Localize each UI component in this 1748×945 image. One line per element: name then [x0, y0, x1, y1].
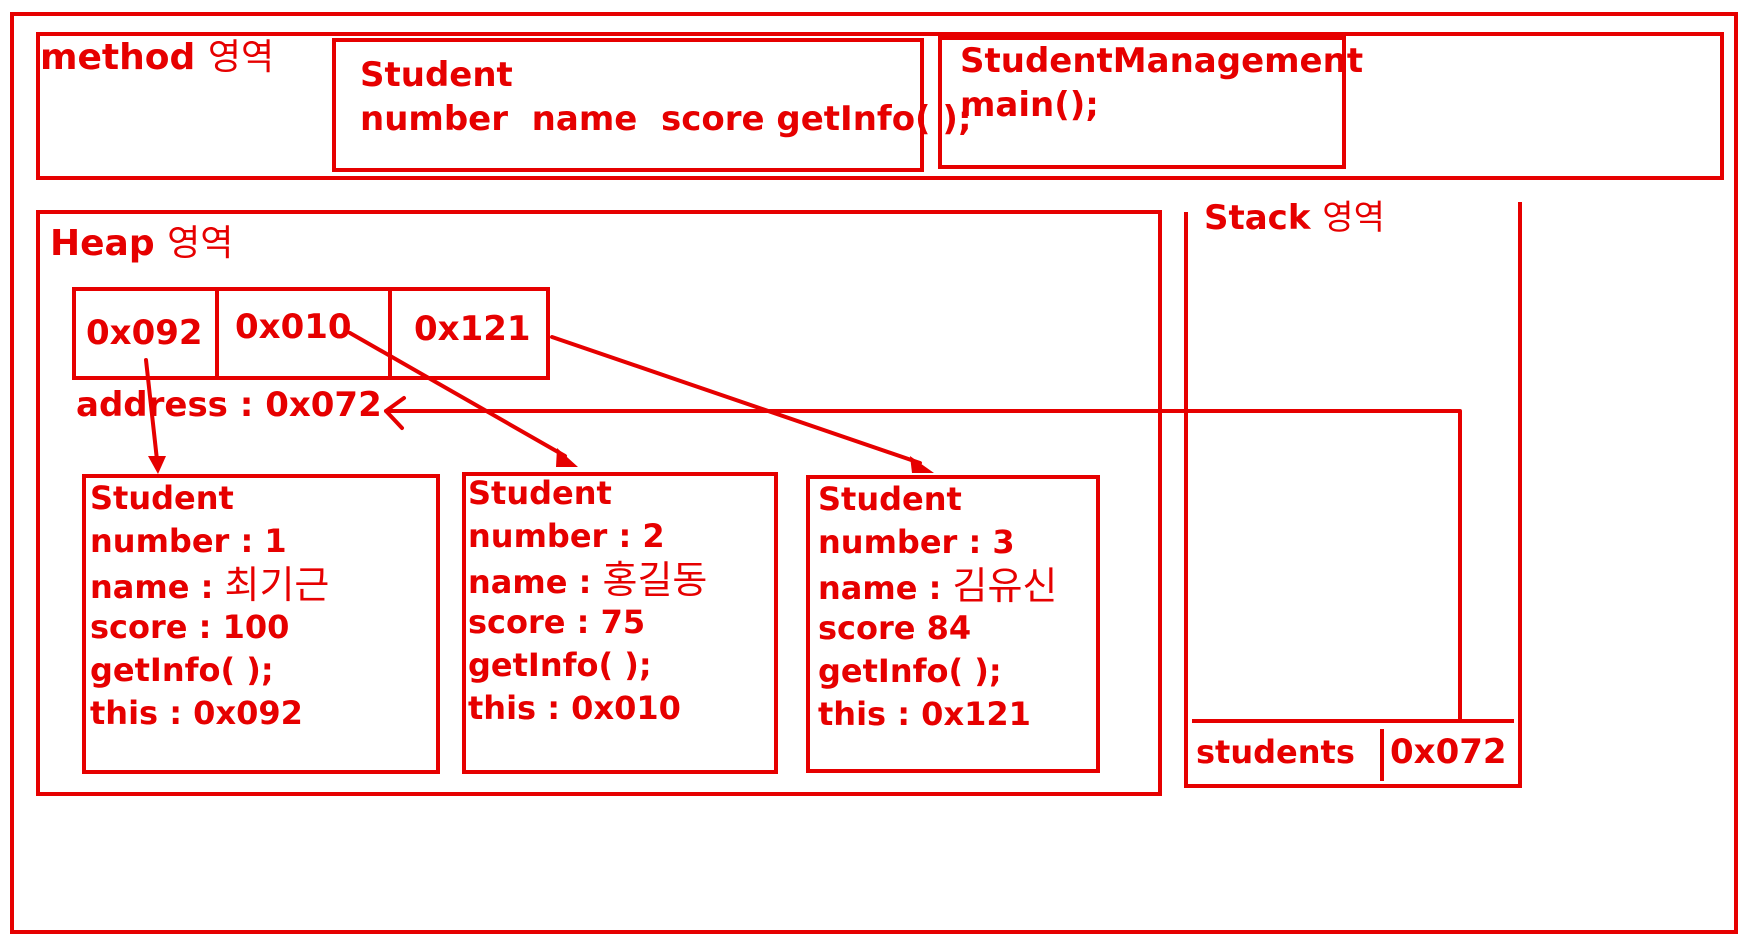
- object-name: name : 김유신: [818, 567, 1057, 605]
- array-cell-1: 0x010: [235, 307, 352, 347]
- object-name-prefix: name :: [818, 569, 953, 607]
- array-cell-0: 0x092: [86, 313, 203, 353]
- management-class-box: [938, 36, 1346, 169]
- object-method: getInfo( );: [90, 651, 274, 689]
- object-this: this : 0x010: [468, 689, 681, 727]
- object-name-prefix: name :: [90, 568, 225, 606]
- object-number: number : 2: [468, 517, 665, 555]
- object-score: score 84: [818, 609, 972, 647]
- stack-area-left-border: [1184, 212, 1188, 788]
- object-class-name: Student: [468, 474, 612, 512]
- stack-variable-value: 0x072: [1390, 732, 1507, 772]
- object-class-name: Student: [818, 480, 962, 518]
- array-divider: [215, 289, 219, 378]
- stack-frame-top: [1192, 719, 1514, 723]
- object-name: name : 최기근: [90, 566, 329, 604]
- heap-area-label: Heap 영역: [50, 226, 233, 262]
- stack-area-label: Stack 영역: [1204, 201, 1385, 235]
- student-class-members: number name score getInfo( );: [360, 99, 972, 139]
- object-name-prefix: name :: [468, 563, 603, 601]
- stack-variable-name: students: [1196, 733, 1355, 771]
- heap-area-label-suffix: 영역: [167, 223, 234, 264]
- object-number: number : 3: [818, 523, 1015, 561]
- object-name-value: 최기근: [224, 563, 330, 607]
- method-area-label-suffix: 영역: [207, 37, 275, 78]
- heap-area-label-text: Heap: [50, 223, 155, 264]
- object-score: score : 75: [468, 603, 646, 641]
- management-class-members: main();: [960, 85, 1099, 125]
- array-divider: [388, 289, 392, 378]
- object-class-name: Student: [90, 479, 234, 517]
- outer-frame: [10, 12, 1738, 934]
- array-address: address : 0x072: [76, 385, 382, 425]
- method-area-label: method 영역: [40, 40, 274, 76]
- object-name-value: 홍길동: [602, 558, 708, 602]
- object-name-value: 김유신: [952, 564, 1058, 608]
- management-class-name: StudentManagement: [960, 41, 1364, 81]
- object-this: this : 0x121: [818, 695, 1031, 733]
- student-class-name: Student: [360, 55, 513, 95]
- object-method: getInfo( );: [468, 646, 652, 684]
- student-class-box: [332, 38, 924, 172]
- method-area: [36, 32, 1724, 180]
- stack-area-label-suffix: 영역: [1322, 198, 1385, 238]
- object-this: this : 0x092: [90, 694, 303, 732]
- object-number: number : 1: [90, 522, 287, 560]
- object-name: name : 홍길동: [468, 561, 707, 599]
- stack-frame-bottom: [1188, 784, 1518, 788]
- object-score: score : 100: [90, 608, 290, 646]
- stack-area-right-border: [1518, 202, 1522, 788]
- stack-frame-divider: [1380, 729, 1384, 781]
- stack-area-label-text: Stack: [1204, 198, 1311, 238]
- method-area-label-text: method: [40, 37, 196, 78]
- array-cell-2: 0x121: [414, 309, 531, 349]
- object-method: getInfo( );: [818, 652, 1002, 690]
